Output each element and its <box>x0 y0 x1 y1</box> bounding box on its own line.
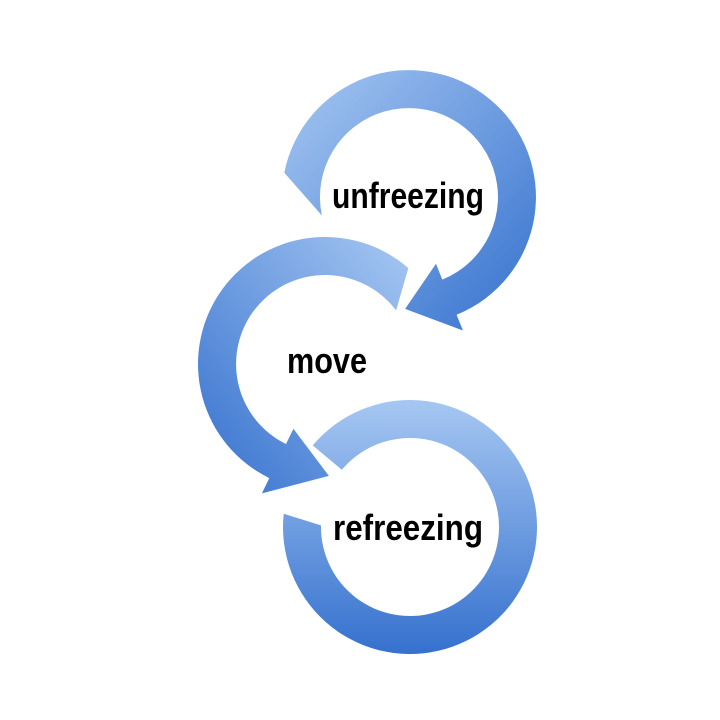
unfreezing-label: unfreezing <box>332 175 484 216</box>
refreezing-ring-icon <box>282 400 537 655</box>
cycle-step-move: move <box>198 236 409 494</box>
unfreezing-arrow-icon <box>284 70 536 331</box>
move-label: move <box>287 340 367 381</box>
refreezing-label: refreezing <box>333 507 483 548</box>
move-arrow-icon <box>198 236 409 494</box>
cycle-step-refreezing: refreezing <box>282 400 537 655</box>
cycle-step-unfreezing: unfreezing <box>284 70 536 331</box>
